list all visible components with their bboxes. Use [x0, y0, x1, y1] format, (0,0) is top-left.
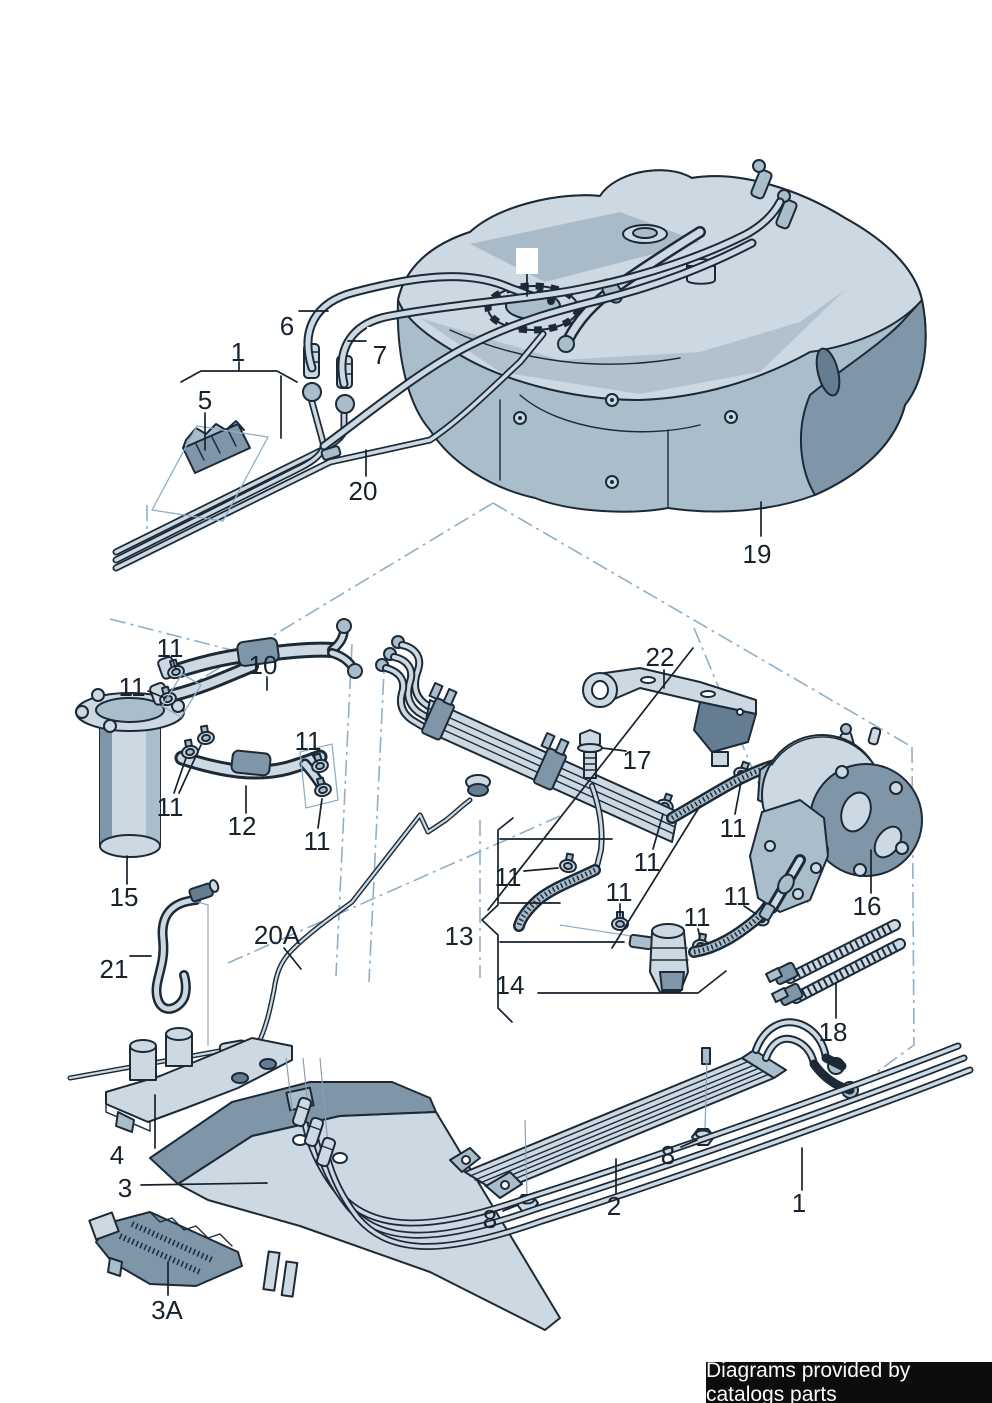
footer-credit-bar: Diagrams provided by catalogs parts — [706, 1358, 992, 1403]
tandem-pump — [749, 723, 923, 921]
tank-cap — [622, 224, 668, 244]
bracket-22 — [582, 667, 757, 767]
tank-screws — [513, 347, 841, 489]
fuel-pipe-bundle — [375, 635, 792, 939]
fuel-cooler-2 — [449, 1018, 859, 1199]
tank-right-fittings — [750, 159, 798, 230]
fuel-lines-bottom — [285, 1042, 974, 1250]
drain-hose-21 — [151, 879, 220, 1046]
retaining-clip-5 — [182, 420, 251, 474]
hose-10 — [167, 618, 363, 702]
fuel-tank — [396, 159, 927, 513]
cover-3a — [88, 1211, 243, 1287]
fuel-supply-lines-top — [112, 197, 785, 572]
cable-ties-18 — [765, 919, 906, 1007]
bracket-4 — [105, 1027, 293, 1133]
pump-bracket — [749, 799, 829, 913]
footer-credit-text: Diagrams provided by catalogs parts — [706, 1358, 911, 1403]
group-outline-boxes — [150, 425, 339, 809]
leader-lines — [126, 273, 872, 1296]
